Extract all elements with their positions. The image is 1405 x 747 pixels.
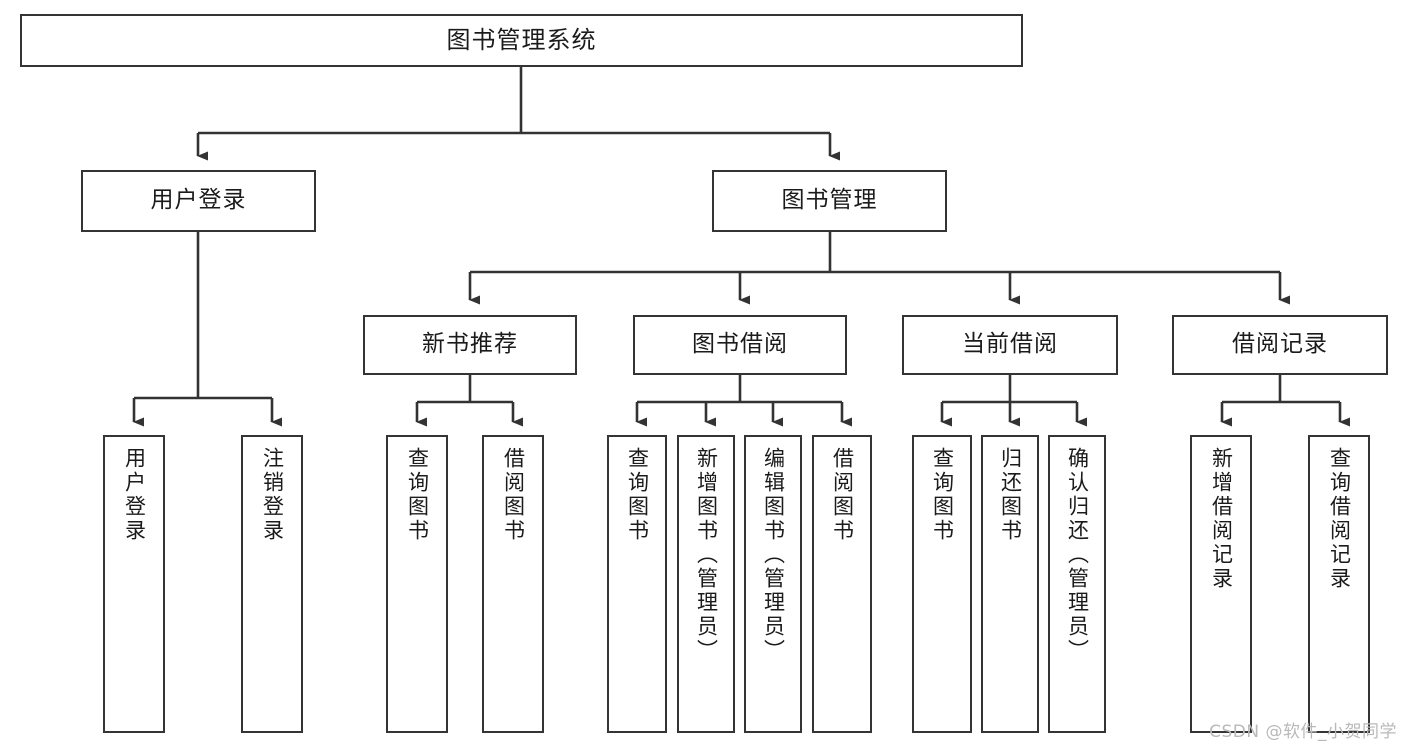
- node-label: 查询图书: [930, 447, 955, 543]
- node-label: 新增图书（管理员）: [694, 447, 719, 663]
- leaf-user-login[interactable]: 用户登录: [103, 435, 165, 733]
- leaf-add-borrow-record[interactable]: 新增借阅记录: [1190, 435, 1252, 733]
- node-user-login[interactable]: 用户登录: [81, 170, 316, 232]
- node-label: 借阅图书: [830, 447, 855, 543]
- node-book-borrow[interactable]: 图书借阅: [633, 315, 847, 375]
- node-current-borrow[interactable]: 当前借阅: [902, 315, 1118, 375]
- leaf-edit-book-admin[interactable]: 编辑图书（管理员）: [744, 435, 802, 733]
- leaf-query-book-borrow[interactable]: 查询图书: [607, 435, 667, 733]
- node-label: 借阅图书: [501, 447, 526, 543]
- leaf-query-book-new[interactable]: 查询图书: [386, 435, 448, 733]
- node-label: 图书管理: [781, 187, 878, 214]
- leaf-add-book-admin[interactable]: 新增图书（管理员）: [677, 435, 735, 733]
- leaf-query-book-current[interactable]: 查询图书: [912, 435, 972, 733]
- leaf-borrow-book[interactable]: 借阅图书: [812, 435, 872, 733]
- leaf-logout[interactable]: 注销登录: [241, 435, 303, 733]
- node-book-management[interactable]: 图书管理: [712, 170, 947, 232]
- node-root-system[interactable]: 图书管理系统: [20, 14, 1023, 67]
- node-label: 新增借阅记录: [1209, 447, 1234, 591]
- node-new-book-recommend[interactable]: 新书推荐: [363, 315, 577, 375]
- node-label: 图书管理系统: [446, 26, 597, 55]
- node-label: 用户登录: [150, 187, 247, 214]
- node-label: 当前借阅: [962, 331, 1058, 358]
- node-label: 确认归还（管理员）: [1065, 447, 1090, 663]
- node-label: 新书推荐: [422, 331, 518, 358]
- node-label: 查询图书: [405, 447, 430, 543]
- node-label: 归还图书: [998, 447, 1023, 543]
- node-label: 用户登录: [122, 447, 147, 543]
- node-label: 查询借阅记录: [1327, 447, 1352, 591]
- node-label: 查询图书: [625, 447, 650, 543]
- node-label: 图书借阅: [692, 331, 788, 358]
- leaf-return-book[interactable]: 归还图书: [981, 435, 1039, 733]
- node-borrow-record[interactable]: 借阅记录: [1172, 315, 1388, 375]
- watermark-text: CSDN @软件_小贺同学: [1209, 722, 1397, 742]
- node-label: 借阅记录: [1232, 331, 1328, 358]
- leaf-query-borrow-record[interactable]: 查询借阅记录: [1308, 435, 1370, 733]
- node-label: 编辑图书（管理员）: [761, 447, 786, 663]
- leaf-borrow-book-new[interactable]: 借阅图书: [482, 435, 544, 733]
- leaf-confirm-return-admin[interactable]: 确认归还（管理员）: [1048, 435, 1106, 733]
- node-label: 注销登录: [260, 447, 285, 543]
